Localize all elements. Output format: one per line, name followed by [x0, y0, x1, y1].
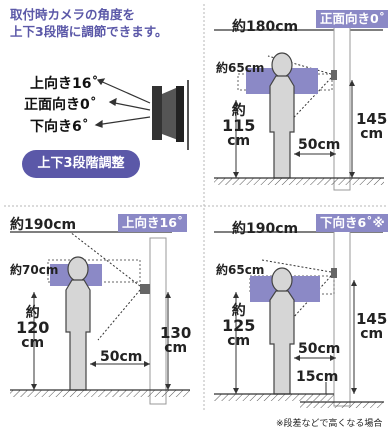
mount-height-value: 145 [356, 310, 388, 328]
mount-height-value: 130 [160, 324, 192, 342]
panel-front-distance: 50cm [298, 137, 341, 153]
eye-height-value: 120 [16, 318, 50, 337]
panel-up-view-height: 約190cm [10, 217, 77, 233]
panel-down-figure [214, 219, 384, 408]
panel-front-mount-height: 145 cm [356, 110, 388, 142]
adjust-badge: 上下3段階調整 [22, 150, 140, 178]
intro-line-1: 取付時カメラの角度を [10, 7, 136, 22]
eye-height-value: 115 [222, 116, 256, 135]
panel-down-distance: 50cm [298, 341, 341, 357]
panel-front-eye-height: 約 115 cm [222, 104, 255, 148]
panel-up-tag: 上向き16˚ [118, 214, 188, 232]
angle-arrows [94, 78, 151, 128]
intro-line-2: 上下3段階に調節できます。 [10, 24, 168, 39]
angle-front-label: 正面向き0˚ [24, 97, 97, 113]
approx-label: 約 [25, 305, 40, 321]
mount-height-unit: cm [164, 340, 188, 356]
panel-up-figure [10, 231, 190, 405]
mount-height-unit: cm [360, 326, 384, 342]
panel-down-tag: 下向き6˚※ [316, 214, 388, 232]
panel-down-eye-height: 約 125 cm [222, 304, 255, 348]
panel-up-distance: 50cm [100, 349, 143, 365]
angle-up-label: 上向き16˚ [30, 76, 99, 92]
mount-height-value: 145 [356, 110, 388, 128]
panel-up-mount-height: 130 cm [160, 324, 192, 356]
eye-height-unit: cm [21, 335, 45, 351]
eye-height-unit: cm [227, 333, 251, 349]
panel-front-face-height: 約65cm [216, 61, 265, 75]
angle-down-label: 下向き6˚ [30, 119, 89, 135]
eye-height-value: 125 [222, 316, 256, 335]
footnote: ※段差などで高くなる場合 [276, 419, 383, 429]
panel-front-figure [214, 13, 384, 191]
panel-down-mount-height: 145 cm [356, 310, 388, 342]
approx-label: 約 [231, 303, 246, 319]
camera-side-view [152, 80, 189, 150]
intro-text: 取付時カメラの角度を 上下3段階に調節できます。 [10, 6, 200, 40]
panel-down-view-height: 約190cm [232, 221, 299, 237]
approx-label: 約 [231, 103, 246, 119]
eye-height-unit: cm [227, 133, 251, 149]
panel-front-view-height: 約180cm [232, 19, 299, 35]
panel-up-eye-height: 約 120 cm [16, 306, 49, 350]
panel-down-face-height: 約65cm [216, 263, 265, 277]
mount-height-unit: cm [360, 126, 384, 142]
panel-down-step-height: 15cm [296, 369, 339, 385]
panel-up-face-height: 約70cm [10, 263, 59, 277]
panel-front-tag: 正面向き0˚ [316, 10, 388, 28]
